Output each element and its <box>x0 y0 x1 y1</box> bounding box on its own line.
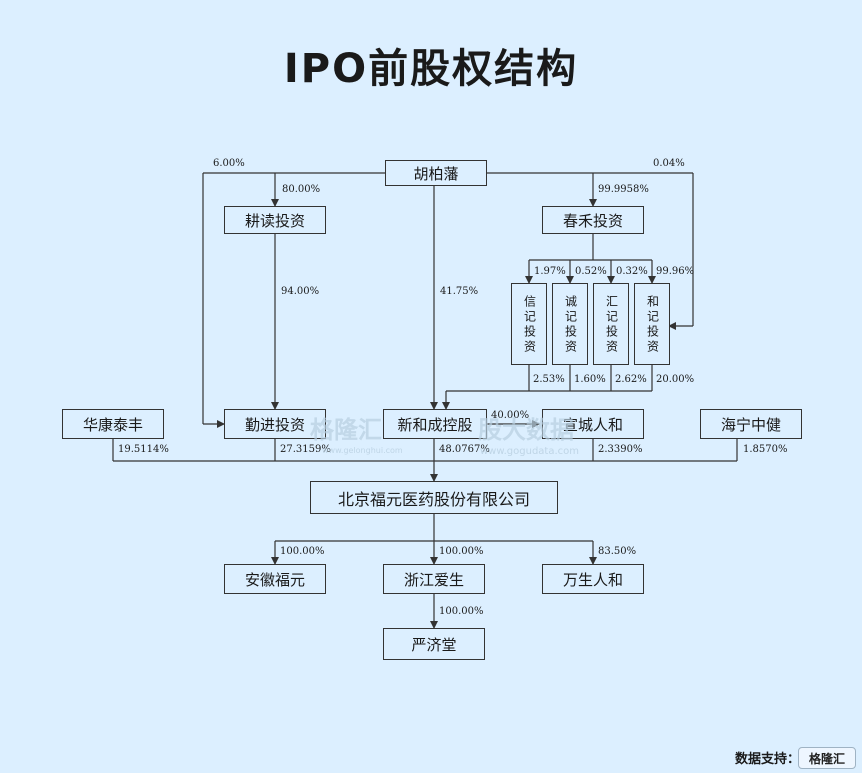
entity-xinji: 信记投资 <box>511 283 547 365</box>
entity-xinji-label: 信记投资 <box>522 295 537 355</box>
pct-80: 80.00% <box>282 184 321 195</box>
entity-huboyu: 胡柏藩 <box>385 160 487 186</box>
entity-chunhe: 春禾投资 <box>542 206 644 234</box>
pct-8350: 83.50% <box>598 546 637 557</box>
entity-qinjin: 勤进投资 <box>224 409 326 439</box>
pct-262: 2.62% <box>615 374 647 385</box>
entity-chengji-label: 诚记投资 <box>563 295 578 355</box>
pct-yanji: 100.00% <box>439 606 484 617</box>
pct-anhui: 100.00% <box>280 546 325 557</box>
pct-195114: 19.5114% <box>118 444 169 455</box>
entity-heji-label: 和记投资 <box>645 295 660 355</box>
entity-huiji-label: 汇记投资 <box>604 295 619 355</box>
pct-004: 0.04% <box>653 158 685 169</box>
pct-94: 94.00% <box>281 286 320 297</box>
entity-xinhe: 新和成控股 <box>383 409 487 439</box>
watermark-gelonghui: 格隆汇 <box>310 416 382 444</box>
entity-gengdu: 耕读投资 <box>224 206 326 234</box>
watermark-gogudata: 股大数据 <box>478 416 574 444</box>
entity-haining: 海宁中健 <box>700 409 802 439</box>
pct-052: 0.52% <box>575 266 607 277</box>
entity-heji: 和记投资 <box>634 283 670 365</box>
entity-chengji: 诚记投资 <box>552 283 588 365</box>
entity-huakang: 华康泰丰 <box>62 409 164 439</box>
entity-xuancheng: 宣城人和 <box>542 409 644 439</box>
entity-yanji: 严济堂 <box>383 628 485 660</box>
pct-18570: 1.8570% <box>743 444 788 455</box>
pct-032: 0.32% <box>616 266 648 277</box>
page-title: IPO前股权结构 <box>283 46 579 92</box>
pct-4175: 41.75% <box>440 286 479 297</box>
pct-999958: 99.9958% <box>598 184 649 195</box>
pct-273159: 27.3159% <box>280 444 331 455</box>
pct-20: 20.00% <box>656 374 695 385</box>
pct-40: 40.00% <box>491 410 530 421</box>
pct-480767: 48.0767% <box>439 444 490 455</box>
pct-23390: 2.3390% <box>598 444 643 455</box>
footer-data-source: 数据支持： <box>734 752 800 767</box>
pct-160: 1.60% <box>574 374 606 385</box>
entity-zhejiang: 浙江爱生 <box>383 564 485 594</box>
pct-zhejiang: 100.00% <box>439 546 484 557</box>
pct-197: 1.97% <box>534 266 566 277</box>
entity-wansheng: 万生人和 <box>542 564 644 594</box>
gelonghui-logo: 格隆汇 <box>798 747 856 769</box>
entity-huiji: 汇记投资 <box>593 283 629 365</box>
watermark-gogudata-url: www.gogudata.com <box>480 446 580 457</box>
pct-6: 6.00% <box>213 158 245 169</box>
pct-9996: 99.96% <box>656 266 695 277</box>
entity-anhui: 安徽福元 <box>224 564 326 594</box>
watermark-gelonghui-url: www.gelonghui.com <box>322 446 403 455</box>
pct-253: 2.53% <box>533 374 565 385</box>
entity-fuyuan: 北京福元医药股份有限公司 <box>310 481 558 514</box>
